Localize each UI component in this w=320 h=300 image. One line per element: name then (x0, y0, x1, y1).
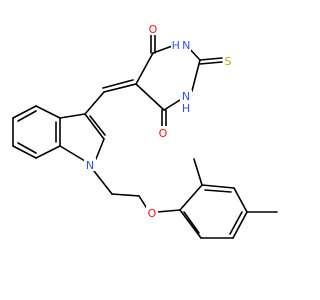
bond (135, 83, 165, 111)
bond (89, 115, 106, 136)
molecule-structure: O H N S N H O N O (12, 22, 278, 239)
indole-nitrogen-label: N (86, 159, 94, 172)
bond (17, 142, 37, 154)
bond (93, 170, 113, 195)
bond (193, 158, 203, 186)
bond (232, 211, 248, 239)
oxygen-label-top: O (149, 23, 158, 36)
nh-label-top: H N (172, 39, 191, 52)
oxygen-label-mid: O (159, 127, 168, 140)
bond (102, 79, 134, 89)
bond (163, 99, 181, 111)
bond (191, 59, 201, 92)
bond (12, 105, 37, 119)
dimethylphenyl-ring (179, 158, 278, 239)
atom-labels: O H N S N H O N O (84, 22, 233, 220)
bond (179, 184, 203, 211)
bond (179, 209, 202, 239)
bond (35, 105, 61, 119)
bond (111, 193, 140, 197)
hydrogen-label-mid: H (182, 102, 190, 115)
bond (233, 187, 248, 213)
nitrogen-label-mid: N (182, 90, 190, 103)
bond (59, 113, 86, 119)
bond (199, 61, 223, 65)
bond (135, 52, 154, 85)
sulfur-label: S (225, 55, 232, 68)
bond (17, 110, 37, 122)
bond (199, 57, 223, 61)
ether-oxygen-label: O (148, 207, 157, 220)
bond (12, 145, 37, 159)
bond (201, 184, 235, 189)
bond (183, 211, 200, 234)
ethoxy-chain (93, 170, 181, 213)
methylidene-linker (84, 79, 137, 115)
bond (35, 145, 61, 159)
indole-ring (12, 105, 106, 162)
bond (103, 83, 137, 93)
bond (84, 113, 105, 140)
molecule-canvas: O H N S N H O N O (12, 22, 278, 239)
bond (229, 211, 243, 235)
bond (156, 209, 181, 213)
bond (84, 91, 105, 115)
bond (59, 145, 86, 162)
bond (95, 138, 105, 160)
bond (204, 189, 232, 193)
